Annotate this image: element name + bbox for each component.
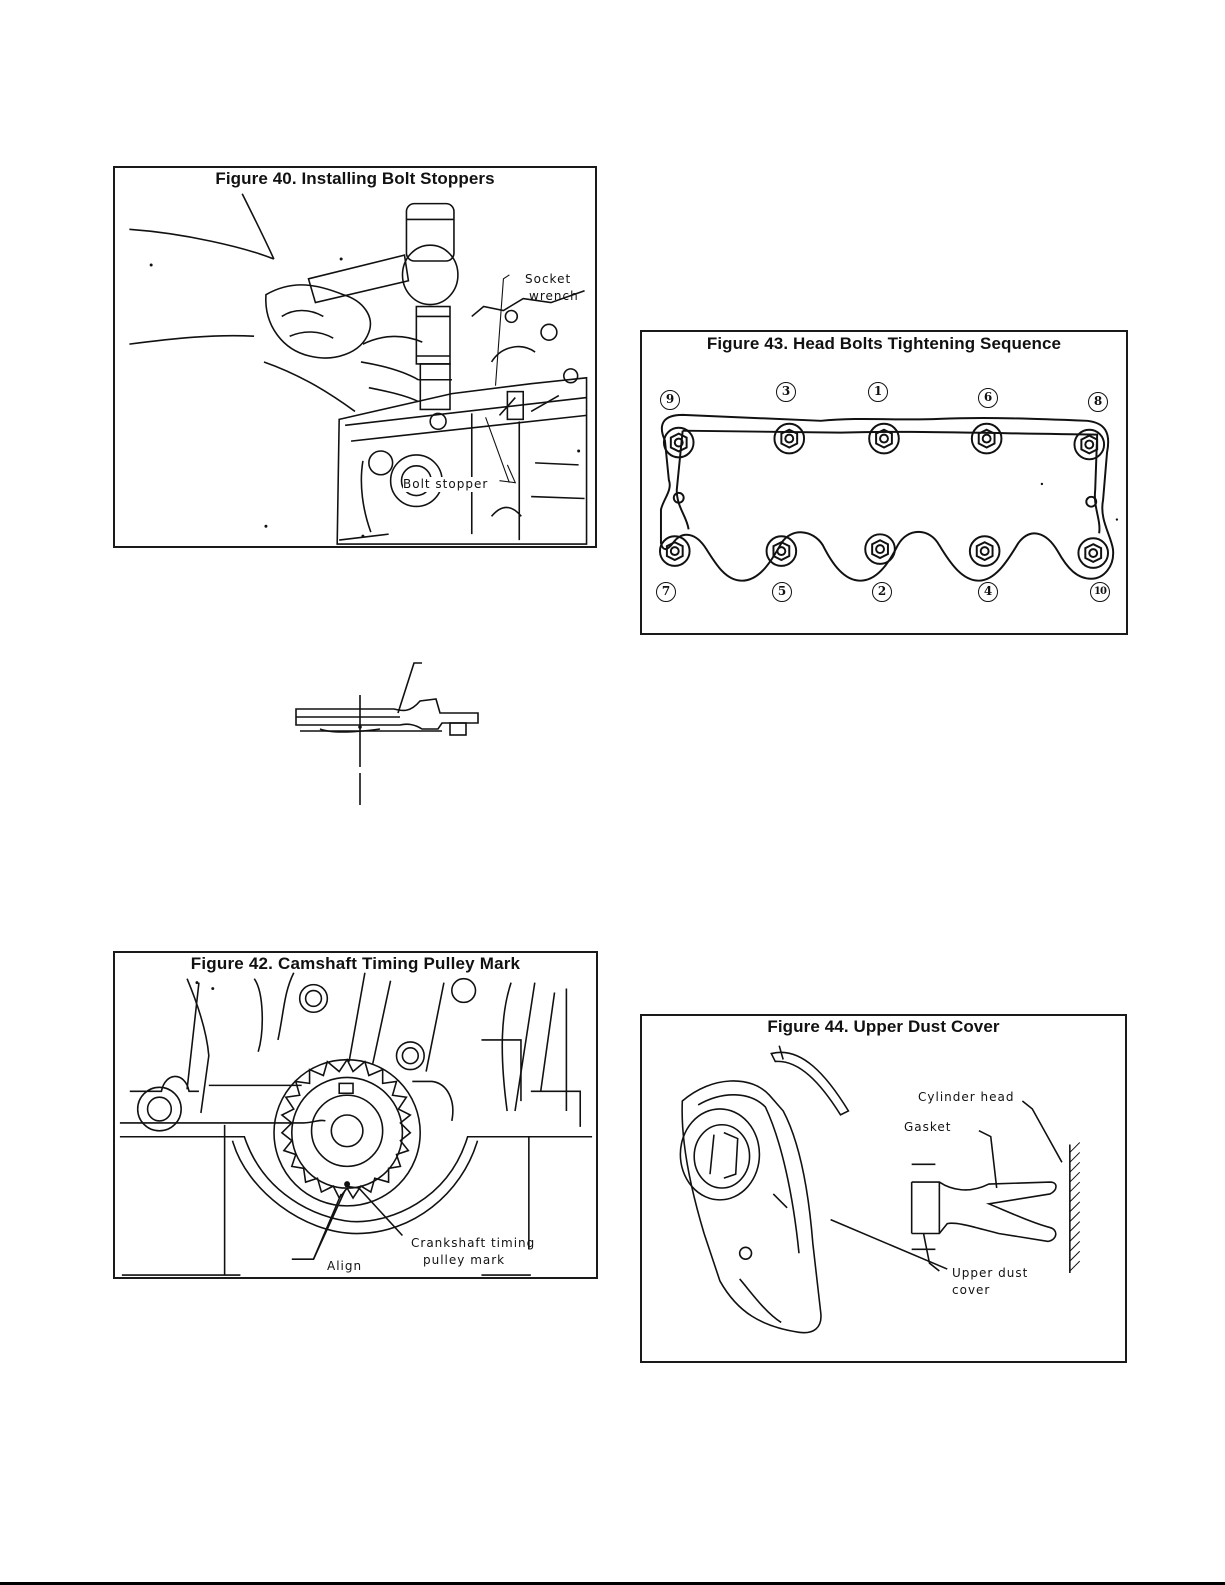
upper-dust-cover-label-line2: cover [952,1283,990,1298]
bolt-sequence-4: 4 [978,582,998,602]
figure-42-title: Figure 42. Camshaft Timing Pulley Mark [115,953,596,975]
bolt-sequence-1: 1 [868,382,888,402]
upper-dust-cover-label-line1: Upper dust [952,1266,1028,1281]
bolt-sequence-6: 6 [978,388,998,408]
figure-44-title: Figure 44. Upper Dust Cover [642,1016,1125,1038]
bolt-sequence-2: 2 [872,582,892,602]
crankshaft-pulley-alignment-illustration [115,953,596,1277]
figure-42: Figure 42. Camshaft Timing Pulley Mark C… [113,951,598,1279]
bolt-sequence-10: 10 [1090,582,1110,602]
crankshaft-mark-label-line2: pulley mark [423,1253,505,1268]
figure-43: Figure 43. Head Bolts Tightening Sequenc… [640,330,1128,635]
cylinder-head-label: Cylinder head [918,1090,1014,1105]
upper-dust-cover-illustration [642,1016,1125,1361]
bolt-sequence-9: 9 [660,390,680,410]
crankshaft-mark-label-line1: Crankshaft timing [411,1236,535,1251]
gasket-label: Gasket [904,1120,952,1135]
align-label: Align [327,1259,362,1274]
figure-43-title: Figure 43. Head Bolts Tightening Sequenc… [642,333,1126,355]
bolt-sequence-7: 7 [656,582,676,602]
figure-44: Figure 44. Upper Dust Cover Cylinder hea… [640,1014,1127,1363]
bolt-stopper-installation-illustration [115,168,595,546]
bolt-sequence-5: 5 [772,582,792,602]
socket-wrench-label-line2: wrench [529,289,579,304]
figure-40-title: Figure 40. Installing Bolt Stoppers [115,168,595,190]
socket-wrench-label-line1: Socket [525,272,571,287]
figure-40: Figure 40. Installing Bolt Stoppers Sock… [113,166,597,548]
bolt-sequence-8: 8 [1088,392,1108,412]
bolt-stopper-label: Bolt stopper [403,477,488,492]
bolt-sequence-3: 3 [776,382,796,402]
bolt-stopper-side-view [290,655,490,815]
